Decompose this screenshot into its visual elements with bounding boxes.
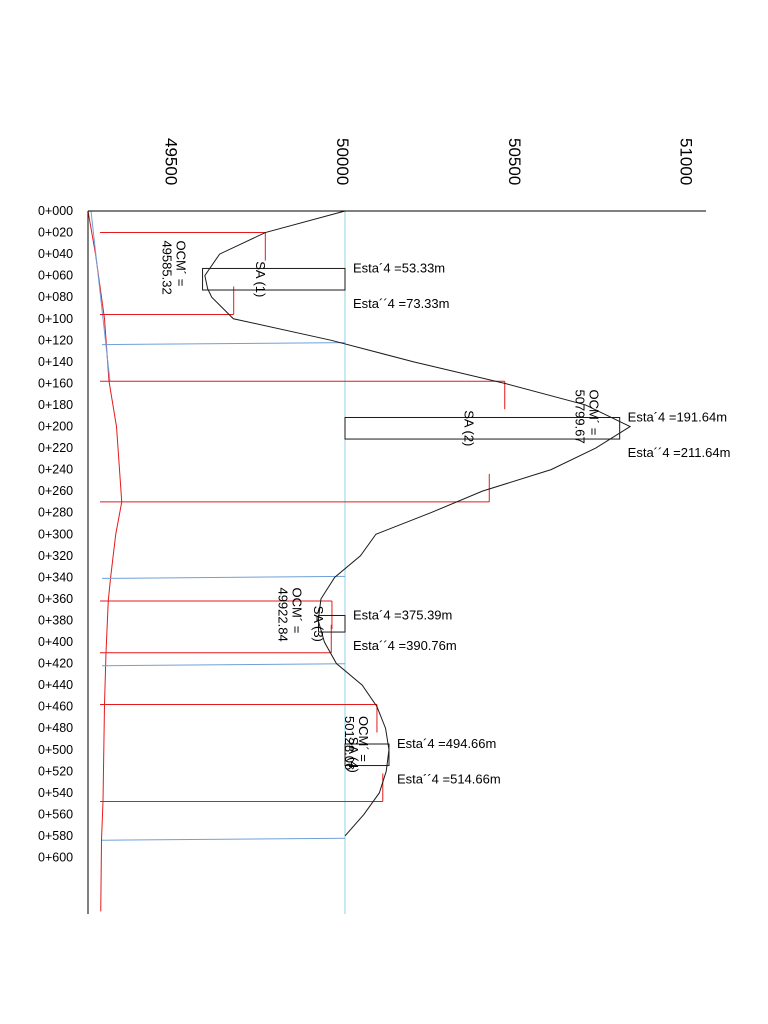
sa-label-1: SA (1)	[253, 261, 268, 297]
station-label-16: 0+320	[38, 549, 73, 563]
reference-lines	[87, 210, 506, 914]
station-label-4: 0+080	[38, 290, 73, 304]
station-label-11: 0+220	[38, 441, 73, 455]
station-label-24: 0+480	[38, 721, 73, 735]
sa-block-1	[202, 267, 346, 291]
station-label-26: 0+520	[38, 764, 73, 778]
esta-start-label-2: Esta´4 =191.64m	[628, 409, 727, 424]
station-label-18: 0+360	[38, 592, 73, 606]
mass-tick-label-2: 50500	[505, 138, 524, 185]
station-label-3: 0+060	[38, 269, 73, 283]
ocm-label-1: OCM´ =	[174, 240, 189, 286]
station-label-27: 0+540	[38, 786, 73, 800]
station-label-9: 0+180	[38, 398, 73, 412]
ocm-label-3: OCM´ =	[289, 587, 304, 633]
mass-tick-label-3: 51000	[677, 138, 696, 185]
esta-end-label-3: Esta´´4 =390.76m	[353, 638, 457, 653]
profile-curve	[87, 210, 123, 912]
ocm-value-2: 50799.67	[573, 389, 588, 443]
mass-curve	[204, 210, 632, 837]
esta-start-label-3: Esta´4 =375.39m	[353, 607, 452, 622]
station-label-28: 0+560	[38, 807, 73, 821]
esta-end-label-2: Esta´´4 =211.64m	[628, 445, 731, 460]
station-label-7: 0+140	[38, 355, 73, 369]
station-label-30: 0+600	[38, 851, 73, 865]
sa-block-3	[317, 614, 346, 633]
ocm-label-2: OCM´ =	[587, 389, 602, 435]
sa-block-4	[344, 743, 390, 767]
blue-line-2	[101, 663, 346, 667]
station-label-15: 0+300	[38, 527, 73, 541]
axes-layer	[87, 210, 706, 914]
mass-tick-label-0: 49500	[161, 138, 180, 185]
station-label-2: 0+040	[38, 247, 73, 261]
ocm-label-4: OCM´ =	[356, 716, 371, 762]
station-label-20: 0+400	[38, 635, 73, 649]
station-label-29: 0+580	[38, 829, 73, 843]
station-label-6: 0+120	[38, 333, 73, 347]
station-label-12: 0+240	[38, 463, 73, 477]
ocm-value-4: 50128.06	[342, 716, 357, 770]
station-label-19: 0+380	[38, 613, 73, 627]
sa-label-4: SA (4)	[346, 737, 361, 773]
ocm-value-3: 49922.84	[275, 587, 290, 641]
station-label-22: 0+440	[38, 678, 73, 692]
blue-line-1	[101, 575, 346, 579]
station-label-8: 0+160	[38, 376, 73, 390]
station-label-17: 0+340	[38, 570, 73, 584]
blue-line-0	[101, 342, 346, 346]
sa-label-2: SA (2)	[461, 410, 476, 446]
station-label-21: 0+420	[38, 657, 73, 671]
esta-end-label-1: Esta´´4 =73.33m	[353, 296, 449, 311]
station-label-1: 0+020	[38, 226, 73, 240]
ocm-value-1: 49585.32	[160, 240, 175, 294]
station-label-13: 0+260	[38, 484, 73, 498]
sa-blocks-layer	[202, 267, 621, 767]
esta-end-label-4: Esta´´4 =514.66m	[397, 772, 501, 787]
station-label-0: 0+000	[38, 204, 73, 218]
esta-start-label-1: Esta´4 =53.33m	[353, 260, 445, 275]
esta-start-label-4: Esta´4 =494.66m	[397, 736, 496, 751]
sa-label-3: SA (3)	[311, 606, 326, 642]
station-label-14: 0+280	[38, 506, 73, 520]
station-label-25: 0+500	[38, 743, 73, 757]
station-label-23: 0+460	[38, 700, 73, 714]
profile-guide	[90, 210, 111, 382]
mass-curve-layer	[204, 210, 632, 837]
station-label-10: 0+200	[38, 420, 73, 434]
blue-line-3	[101, 837, 346, 841]
station-label-5: 0+100	[38, 312, 73, 326]
sa-block-2	[344, 416, 621, 440]
mass-tick-label-1: 50000	[333, 138, 352, 185]
